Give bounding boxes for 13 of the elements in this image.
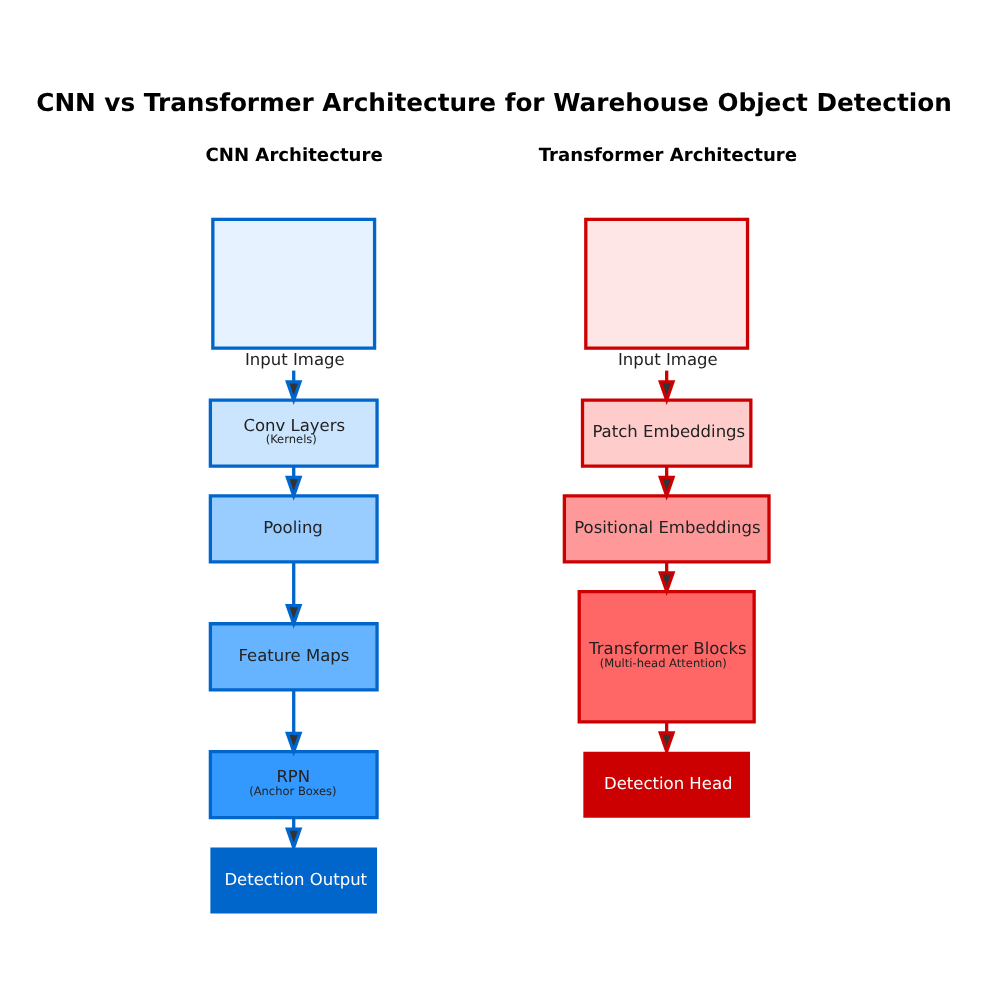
node-label: Input Image (245, 348, 345, 369)
node-box: Positional Embeddings (562, 494, 771, 564)
arrow (285, 689, 303, 757)
node-box: Pooling (208, 494, 379, 564)
diagram-title: CNN vs Transformer Architecture for Warehouse Object Detection (36, 89, 952, 118)
label: Transformer Architecture (538, 146, 798, 167)
node-box: Detection Output (210, 847, 378, 914)
arrow (285, 561, 303, 629)
node-box: Detection Head (583, 751, 750, 818)
node-label: Input Image (618, 348, 718, 369)
label: CNN Architecture (205, 146, 383, 167)
node-box: Patch Embeddings (580, 398, 753, 468)
node-box: Feature Maps (208, 622, 379, 692)
